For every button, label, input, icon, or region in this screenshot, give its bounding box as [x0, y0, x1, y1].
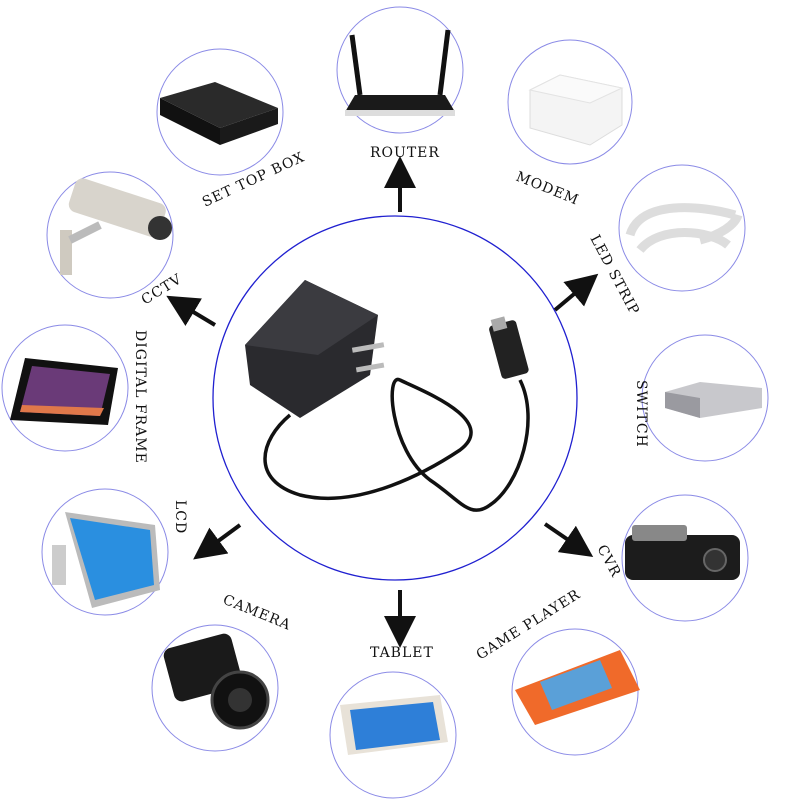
led-strip-icon	[625, 203, 743, 254]
device-tablet: TABLET	[329, 590, 457, 799]
device-digital-frame: DIGITAL FRAME	[1, 324, 148, 464]
arrow-lcd	[193, 523, 242, 560]
switch-icon	[665, 382, 762, 418]
cctv-camera-icon	[60, 178, 172, 275]
power-adapter-icon	[245, 280, 530, 512]
label-modem: MODEM	[514, 169, 582, 209]
set-top-box-icon	[160, 82, 278, 145]
dashcam-icon	[625, 525, 740, 580]
device-led-strip: LED STRIP	[553, 164, 746, 318]
device-set-top-box: SET TOP BOX	[156, 48, 307, 211]
game-player-icon	[515, 650, 640, 725]
modem-icon	[528, 74, 624, 146]
device-modem: MODEM	[507, 39, 633, 209]
power-adapter-hub	[212, 215, 578, 581]
device-router: ROUTER	[336, 6, 464, 212]
arrow-cvr	[543, 522, 594, 558]
lcd-monitor-icon	[52, 512, 160, 608]
label-lcd: LCD	[172, 500, 188, 534]
arrow-led-strip	[553, 273, 599, 312]
device-camera: CAMERA	[151, 592, 293, 752]
label-router: ROUTER	[370, 145, 440, 161]
label-cvr: CVR	[593, 542, 623, 580]
device-cvr: CVR	[543, 494, 749, 622]
device-switch: SWITCH	[633, 334, 769, 462]
digital-frame-icon	[10, 358, 118, 425]
label-tablet: TABLET	[370, 645, 434, 661]
camera-icon	[163, 633, 270, 730]
device-game-player: GAME PLAYER	[474, 586, 640, 756]
device-cctv: CCTV	[46, 171, 217, 327]
center-ring	[212, 215, 578, 581]
label-digital-frame: DIGITAL FRAME	[132, 330, 148, 464]
tablet-icon	[340, 695, 448, 755]
router-icon	[345, 29, 455, 116]
device-lcd: LCD	[41, 488, 242, 616]
label-switch: SWITCH	[633, 380, 649, 448]
arrow-cctv	[166, 295, 217, 327]
